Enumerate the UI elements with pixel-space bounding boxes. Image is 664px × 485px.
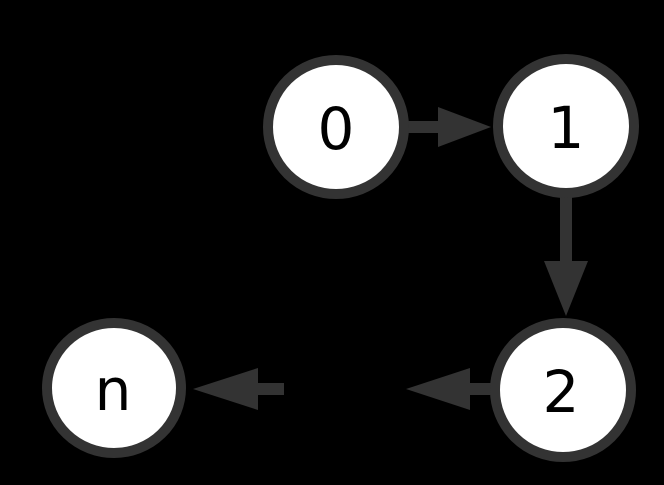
arrowhead-left-icon xyxy=(406,368,470,410)
node-n-label: n xyxy=(95,356,132,424)
edge-0-to-1 xyxy=(407,107,491,147)
edge-ellipsis-to-n xyxy=(193,368,284,410)
node-n-circle xyxy=(42,318,186,458)
node-0: 0 xyxy=(263,55,409,199)
node-0-label: 0 xyxy=(318,95,355,163)
edge-1-to-2 xyxy=(544,197,588,316)
node-1: 1 xyxy=(493,54,639,198)
node-1-circle xyxy=(493,54,639,198)
node-2: 2 xyxy=(490,318,636,462)
node-0-circle xyxy=(263,55,409,199)
arrowhead-down-icon xyxy=(544,261,588,316)
arrowhead-left-icon xyxy=(193,368,258,410)
node-2-circle xyxy=(490,318,636,462)
node-n: n xyxy=(42,318,186,458)
node-2-label: 2 xyxy=(543,358,580,426)
edge-2-to-ellipsis xyxy=(406,368,493,410)
node-1-label: 1 xyxy=(548,94,585,162)
arrowhead-right-icon xyxy=(438,107,491,147)
